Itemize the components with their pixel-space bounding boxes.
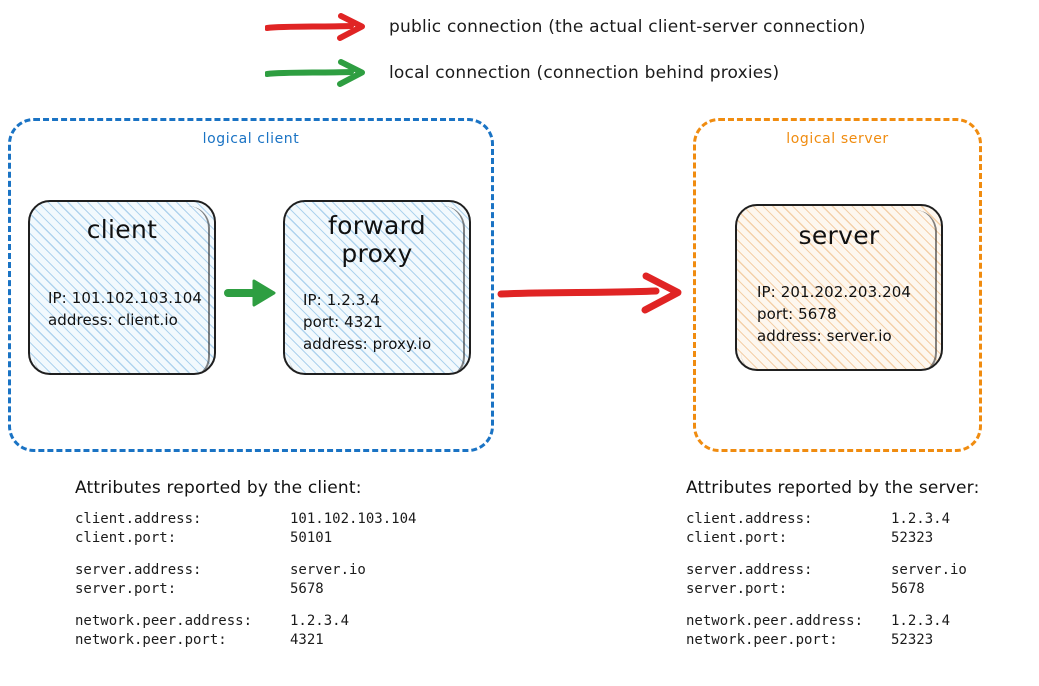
node-forward-proxy[interactable]: forward proxy IP: 1.2.3.4 port: 4321 add…: [283, 200, 471, 375]
attr-key: client.port:: [75, 529, 177, 546]
attr-row: client.port: 52323: [686, 529, 980, 548]
green-arrow-icon: [265, 59, 365, 87]
attr-key: client.address:: [75, 511, 202, 527]
attr-value: 52323: [891, 632, 934, 649]
attr-value: server.io: [290, 562, 366, 579]
attr-value: 1.2.3.4: [891, 613, 951, 630]
public-connection-arrow: [497, 272, 682, 314]
legend-label-local-connection: local connection (connection behind prox…: [389, 63, 780, 83]
attr-row: client.port: 50101: [75, 529, 416, 548]
attr-value: 101.102.103.104: [290, 511, 417, 527]
attr-value: 5678: [290, 580, 324, 597]
node-forward-proxy-details: IP: 1.2.3.4 port: 4321 address: proxy.io: [303, 291, 432, 353]
attr-key: network.peer.address:: [75, 613, 253, 630]
attr-key: server.address:: [686, 562, 813, 579]
attr-row: server.address: server.io: [75, 561, 416, 580]
attr-row: network.peer.port: 4321: [75, 631, 416, 650]
node-server[interactable]: server IP: 201.202.203.204 port: 5678 ad…: [735, 204, 943, 371]
node-server-title: server: [798, 221, 880, 250]
attr-value: 1.2.3.4: [891, 511, 951, 527]
node-client-details: IP: 101.102.103.104 address: client.io: [48, 289, 203, 329]
attr-row: server.address: server.io: [686, 561, 980, 580]
legend-item-local-connection: local connection (connection behind prox…: [265, 58, 779, 88]
local-connection-arrow: [224, 279, 276, 307]
node-client[interactable]: client IP: 101.102.103.104 address: clie…: [28, 200, 216, 375]
attr-key: network.peer.port:: [686, 632, 838, 649]
attr-group: server.address: server.io server.port: 5…: [75, 561, 416, 598]
attr-value: 50101: [290, 529, 333, 546]
attr-value: 52323: [891, 529, 934, 546]
legend-item-public-connection: public connection (the actual client-ser…: [265, 12, 866, 42]
logical-client-container: logical client: [8, 118, 494, 452]
attr-key: network.peer.address:: [686, 613, 864, 630]
node-server-details: IP: 201.202.203.204 port: 5678 address: …: [757, 283, 912, 345]
attr-value: server.io: [891, 562, 967, 579]
attr-row: client.address: 101.102.103.104: [75, 510, 416, 529]
legend-label-public-connection: public connection (the actual client-ser…: [389, 17, 866, 37]
attr-row: client.address: 1.2.3.4: [686, 510, 980, 529]
attr-group: server.address: server.io server.port: 5…: [686, 561, 980, 598]
attr-value: 1.2.3.4: [290, 613, 350, 630]
attr-key: client.port:: [686, 529, 788, 546]
attr-key: server.port:: [75, 580, 177, 597]
logical-server-label: logical server: [786, 131, 889, 147]
attr-row: network.peer.address: 1.2.3.4: [75, 612, 416, 631]
attr-key: client.address:: [686, 511, 813, 527]
legend: public connection (the actual client-ser…: [0, 0, 1039, 105]
node-client-title: client: [86, 215, 158, 244]
attr-key: network.peer.port:: [75, 632, 227, 649]
attrs-client-heading: Attributes reported by the client:: [75, 478, 362, 498]
attr-key: server.port:: [686, 580, 788, 597]
attr-row: server.port: 5678: [686, 580, 980, 599]
logical-client-label: logical client: [202, 131, 300, 147]
attr-group: client.address: 1.2.3.4 client.port: 523…: [686, 510, 980, 547]
attributes-reported-by-client: Attributes reported by the client: clien…: [75, 478, 416, 650]
attr-row: network.peer.address: 1.2.3.4: [686, 612, 980, 631]
node-forward-proxy-title: forward proxy: [328, 211, 426, 268]
attr-row: server.port: 5678: [75, 580, 416, 599]
attr-group: network.peer.address: 1.2.3.4 network.pe…: [75, 612, 416, 649]
attr-group: network.peer.address: 1.2.3.4 network.pe…: [686, 612, 980, 649]
red-arrow-icon: [265, 13, 365, 41]
attr-group: client.address: 101.102.103.104 client.p…: [75, 510, 416, 547]
attr-key: server.address:: [75, 562, 202, 579]
attr-value: 5678: [891, 580, 925, 597]
attr-row: network.peer.port: 52323: [686, 631, 980, 650]
logical-server-container: logical server: [693, 118, 982, 452]
attr-value: 4321: [290, 632, 324, 649]
attributes-reported-by-server: Attributes reported by the server: clien…: [686, 478, 980, 650]
attrs-server-heading: Attributes reported by the server:: [686, 478, 980, 498]
